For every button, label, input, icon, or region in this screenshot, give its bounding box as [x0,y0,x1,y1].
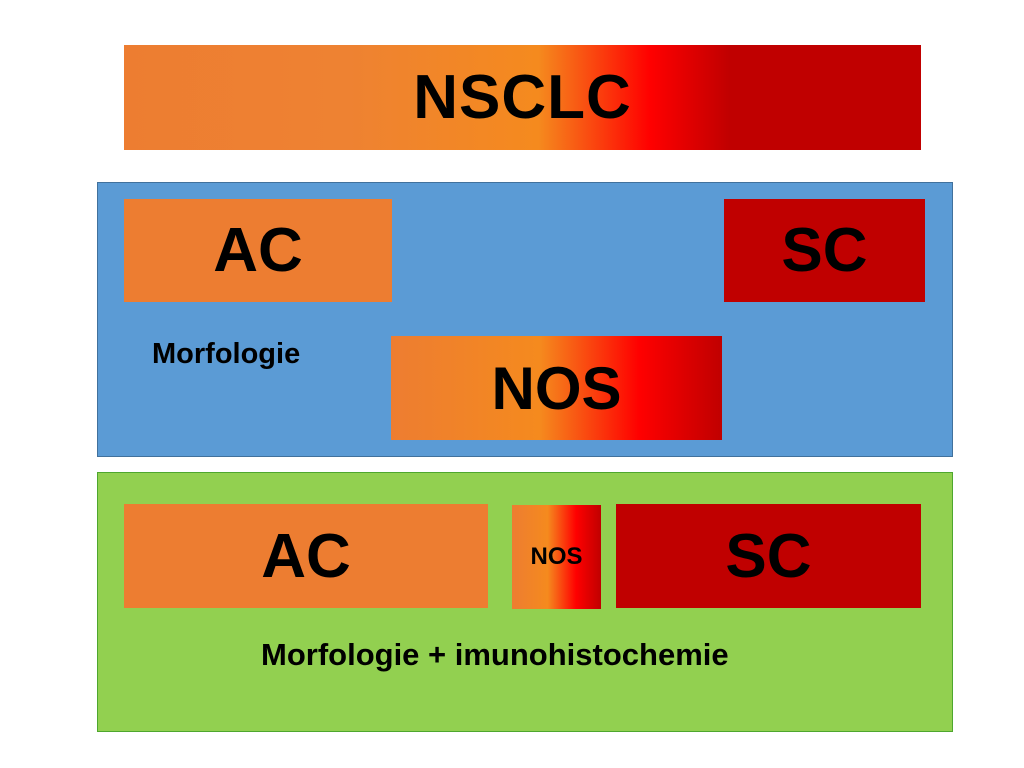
morphology-method-label: Morfologie [152,338,301,370]
ihc-method-label: Morfologie + imunohistochemie [261,637,729,672]
ihc-nos-box: NOS [512,505,601,609]
nsclc-bar: NSCLC [124,45,921,150]
nsclc-label: NSCLC [413,63,632,132]
ihc-ac-label: AC [261,521,351,591]
morphology-ac-label: AC [213,216,303,285]
ihc-sc-box: SC [616,504,921,608]
ihc-ac-box: AC [124,504,488,608]
morphology-sc-box: SC [724,199,925,302]
morphology-ac-box: AC [124,199,392,302]
morphology-sc-label: SC [781,216,868,285]
ihc-nos-label: NOS [530,543,583,570]
morphology-nos-box: NOS [391,336,722,440]
morphology-nos-label: NOS [491,354,622,422]
ihc-sc-label: SC [725,521,812,591]
